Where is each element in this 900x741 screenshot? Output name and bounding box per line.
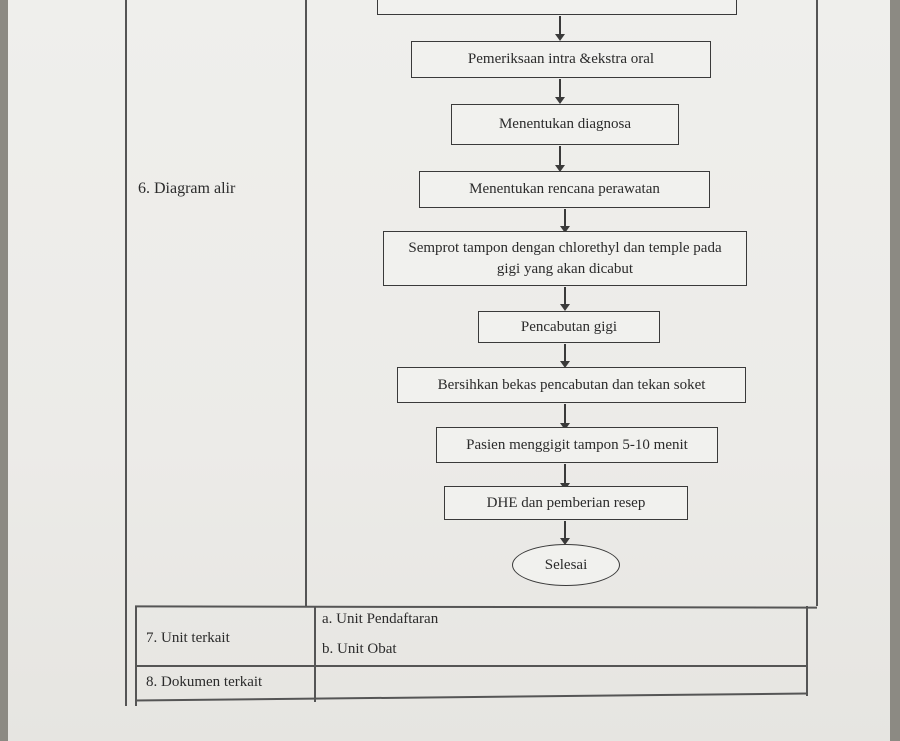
flow-step-chlorethyl: Semprot tampon dengan chlorethyl dan tem…: [383, 231, 747, 286]
row6-left-border-lower: [135, 606, 137, 706]
table-right-border: [816, 0, 818, 606]
section-7-item-b: b. Unit Obat: [322, 641, 397, 657]
flow-step-cropped: [377, 0, 737, 15]
table-bottom-border: [135, 692, 807, 702]
flow-end-terminator: Selesai: [512, 544, 620, 586]
table-right-border-lower: [806, 606, 808, 696]
flow-step-treatment-plan: Menentukan rencana perawatan: [419, 171, 710, 208]
table-column-divider: [305, 0, 307, 606]
flow-step-clean-socket: Bersihkan bekas pencabutan dan tekan sok…: [397, 367, 746, 403]
flow-arrow: [560, 209, 570, 233]
flow-arrow: [560, 344, 570, 368]
section-7-item-a: a. Unit Pendaftaran: [322, 611, 439, 627]
flow-step-dhe-prescription: DHE dan pemberian resep: [444, 486, 688, 520]
section-6-label: 6. Diagram alir: [138, 180, 236, 197]
table-column-divider-lower: [314, 606, 316, 702]
flow-arrow: [560, 521, 570, 545]
document-page: 6. Diagram alir Pemeriksaan intra &ekstr…: [8, 0, 890, 741]
flow-step-oral-exam: Pemeriksaan intra &ekstra oral: [411, 41, 711, 78]
flow-arrow: [555, 16, 565, 41]
flow-arrow: [560, 287, 570, 311]
section-8-label: 8. Dokumen terkait: [146, 674, 263, 690]
flow-step-extraction: Pencabutan gigi: [478, 311, 660, 343]
flow-arrow: [560, 404, 570, 430]
flow-arrow: [555, 146, 565, 172]
flow-arrow: [560, 464, 570, 490]
table-left-border: [125, 0, 127, 706]
row-divider-7-8: [135, 665, 807, 667]
flow-step-diagnosis: Menentukan diagnosa: [451, 104, 679, 145]
row-divider-6-7: [134, 605, 818, 609]
section-7-label: 7. Unit terkait: [146, 630, 230, 646]
flow-arrow: [555, 79, 565, 104]
flow-step-bite-tampon: Pasien menggigit tampon 5-10 menit: [436, 427, 718, 463]
